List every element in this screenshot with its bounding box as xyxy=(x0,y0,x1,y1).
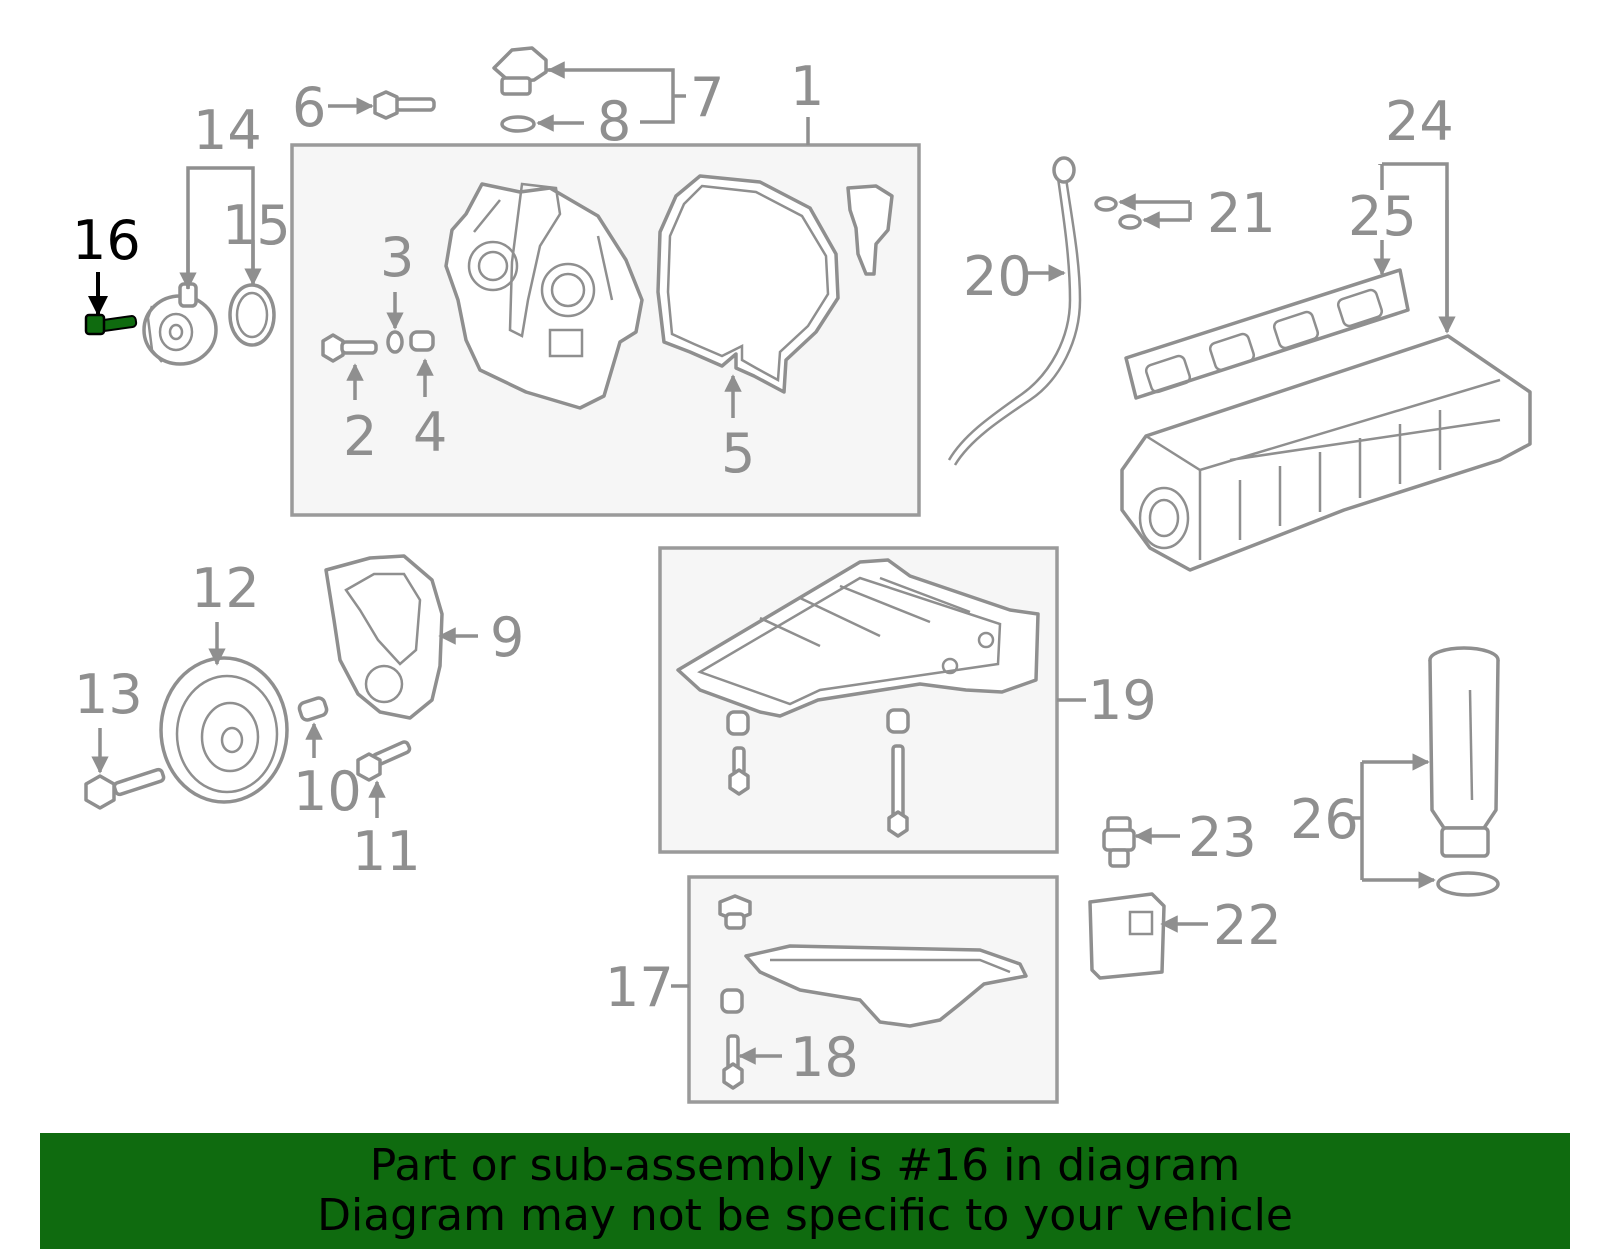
part-9-cover[interactable] xyxy=(324,554,444,720)
part-19-bolt-a[interactable] xyxy=(728,746,750,796)
part-11-bolt[interactable] xyxy=(356,740,412,782)
part-2-bolt[interactable] xyxy=(321,333,378,363)
part-5-gasket[interactable] xyxy=(656,174,840,394)
callout-20: 20 xyxy=(963,245,1032,308)
part-16-bolt[interactable] xyxy=(84,313,138,336)
part-14-pump[interactable] xyxy=(142,282,218,366)
callout-26: 26 xyxy=(1290,788,1359,851)
callout-21: 21 xyxy=(1207,182,1276,245)
callout-13: 13 xyxy=(74,663,143,726)
callout-15: 15 xyxy=(222,194,291,257)
banner-line-2: Diagram may not be specific to your vehi… xyxy=(317,1190,1293,1241)
part-19-dowel-b[interactable] xyxy=(886,708,910,734)
part-18-bolt[interactable] xyxy=(722,1034,744,1090)
part-17-drain-plug[interactable] xyxy=(718,894,752,930)
callout-6: 6 xyxy=(292,76,326,139)
part-25-gasket[interactable] xyxy=(1124,268,1410,400)
part-12-pulley[interactable] xyxy=(159,656,289,804)
callout-9: 9 xyxy=(490,606,524,669)
part-1-front-cover[interactable] xyxy=(444,182,644,410)
part-8-washer[interactable] xyxy=(500,115,536,133)
callout-7: 7 xyxy=(690,66,724,129)
callout-1: 1 xyxy=(790,55,824,118)
banner-line-1: Part or sub-assembly is #16 in diagram xyxy=(369,1140,1241,1191)
part-10-dowel[interactable] xyxy=(297,696,329,722)
part-19-bolt-b[interactable] xyxy=(887,744,909,838)
callout-25: 25 xyxy=(1348,185,1417,248)
callout-4: 4 xyxy=(413,401,447,464)
part-23-sensor[interactable] xyxy=(1102,816,1136,868)
info-banner: Part or sub-assembly is #16 in diagram D… xyxy=(40,1133,1570,1249)
callout-22: 22 xyxy=(1213,894,1282,957)
callout-17: 17 xyxy=(605,956,674,1019)
callout-2: 2 xyxy=(343,405,377,468)
callout-18: 18 xyxy=(790,1026,859,1089)
part-22-filter[interactable] xyxy=(1088,892,1166,980)
part-19-dowel-a[interactable] xyxy=(726,710,750,736)
part-6-bolt[interactable] xyxy=(373,90,436,120)
callout-24: 24 xyxy=(1385,90,1454,153)
part-21-seal-a[interactable] xyxy=(1094,196,1118,212)
leader-14-15 xyxy=(186,166,255,289)
callout-23: 23 xyxy=(1188,806,1257,869)
part-4-dowel[interactable] xyxy=(409,330,435,352)
part-19-upper-oil-pan[interactable] xyxy=(676,558,1040,718)
callout-19: 19 xyxy=(1088,669,1157,732)
part-26-filter-housing[interactable] xyxy=(1428,646,1500,858)
part-17-dowel[interactable] xyxy=(720,988,744,1014)
part-17-oil-pan[interactable] xyxy=(744,944,1028,1028)
callout-5: 5 xyxy=(721,422,755,485)
callout-14: 14 xyxy=(193,99,262,162)
part-3-oring[interactable] xyxy=(386,330,404,354)
part-24-intake-manifold[interactable] xyxy=(1120,334,1532,572)
part-20-dipstick[interactable] xyxy=(947,156,1082,466)
callout-12: 12 xyxy=(191,557,260,620)
part-7-cap[interactable] xyxy=(492,46,548,96)
part-21-seal-b[interactable] xyxy=(1118,214,1142,230)
callout-16: 16 xyxy=(72,209,141,272)
callout-11: 11 xyxy=(352,820,421,883)
callout-10: 10 xyxy=(293,760,362,823)
callout-8: 8 xyxy=(597,90,631,153)
part-13-bolt[interactable] xyxy=(84,767,166,810)
part-1-bracket[interactable] xyxy=(846,184,894,276)
part-26-oring[interactable] xyxy=(1436,871,1500,897)
callout-3: 3 xyxy=(380,226,414,289)
